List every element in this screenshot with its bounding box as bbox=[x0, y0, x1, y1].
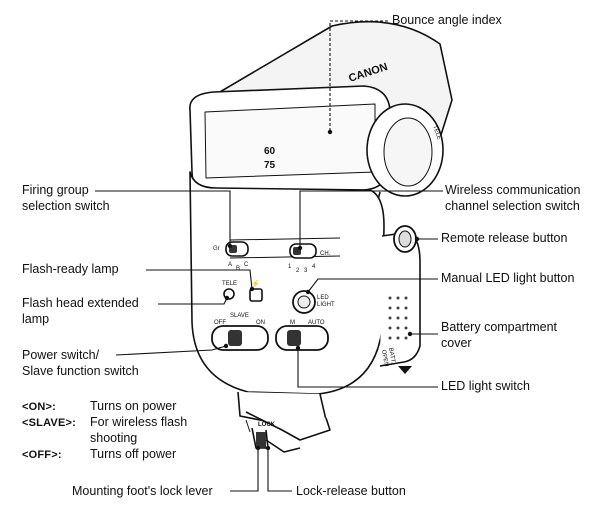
label-wireless-line2: channel selection switch bbox=[445, 199, 580, 213]
battery-vents bbox=[388, 296, 408, 340]
svg-text:1: 1 bbox=[288, 264, 292, 270]
svg-text:CH.: CH. bbox=[320, 251, 331, 257]
leader-led-switch bbox=[297, 348, 438, 388]
svg-text:⚡: ⚡ bbox=[251, 279, 260, 288]
svg-text:M: M bbox=[290, 320, 295, 326]
svg-text:ON: ON bbox=[256, 320, 265, 326]
power-note-text: For wireless flash bbox=[90, 415, 188, 429]
svg-text:AUTO: AUTO bbox=[308, 320, 325, 326]
label-bounce-angle-index: Bounce angle index bbox=[392, 13, 502, 27]
label-flash-ready-lamp: Flash-ready lamp bbox=[22, 262, 119, 276]
svg-text:LOCK: LOCK bbox=[258, 422, 276, 428]
svg-text:4: 4 bbox=[312, 264, 316, 270]
leader-wireless bbox=[299, 190, 443, 248]
label-firing-group-line1: Firing group bbox=[22, 183, 89, 197]
svg-text:C: C bbox=[244, 262, 249, 268]
label-firing-group-line2: selection switch bbox=[22, 199, 110, 213]
leader-mounting-foot bbox=[230, 448, 259, 492]
power-note-off: <OFF>: Turns off power bbox=[22, 447, 176, 463]
power-note-text: Turns on power bbox=[90, 399, 177, 413]
label-power-switch-line1: Power switch/ bbox=[22, 348, 100, 362]
label-battery-line2: cover bbox=[441, 336, 472, 350]
label-power-switch-line2: Slave function switch bbox=[22, 364, 139, 378]
leader-power-switch bbox=[115, 345, 227, 356]
power-note-on: <ON>: Turns on power bbox=[22, 399, 176, 415]
svg-text:SLAVE: SLAVE bbox=[230, 313, 249, 319]
label-led-light-switch: LED light switch bbox=[441, 379, 530, 393]
leader-manual-led bbox=[307, 278, 438, 293]
label-flash-head-ext-line1: Flash head extended bbox=[22, 296, 139, 310]
svg-text:TELE: TELE bbox=[431, 125, 442, 141]
flash-head-window bbox=[204, 103, 376, 179]
svg-text:3: 3 bbox=[304, 268, 308, 274]
led-light-switch bbox=[275, 325, 329, 351]
svg-text:75: 75 bbox=[264, 160, 276, 171]
svg-text:BATT.: BATT. bbox=[387, 347, 396, 364]
svg-text:OFF: OFF bbox=[214, 320, 226, 326]
svg-text:LIGHT: LIGHT bbox=[317, 302, 335, 308]
power-note-text: Turns off power bbox=[90, 447, 177, 461]
svg-text:2: 2 bbox=[296, 268, 300, 274]
flash-ready-lamp-shape bbox=[249, 288, 263, 302]
leader-bounce-angle bbox=[329, 20, 388, 132]
flash-body bbox=[189, 171, 385, 395]
flash-body-side bbox=[379, 231, 421, 367]
svg-text:OPEN: OPEN bbox=[380, 349, 389, 367]
svg-text:B: B bbox=[236, 266, 240, 272]
label-remote-release: Remote release button bbox=[441, 231, 568, 245]
power-note-key: <OFF>: bbox=[22, 449, 62, 461]
power-note-key: <SLAVE>: bbox=[22, 417, 76, 429]
leader-lock-release bbox=[267, 448, 292, 492]
power-note-key: <ON>: bbox=[22, 401, 57, 413]
leader-firing-group bbox=[95, 190, 231, 246]
label-wireless-line1: Wireless communication bbox=[445, 183, 581, 197]
leader-flash-head-ext bbox=[158, 297, 228, 305]
svg-text:LED: LED bbox=[317, 295, 329, 301]
label-flash-head-ext-line2: lamp bbox=[22, 312, 50, 326]
power-note-slave: <SLAVE>: For wireless flash bbox=[22, 415, 187, 431]
label-mounting-foot-lock-lever: Mounting foot's lock lever bbox=[72, 484, 213, 498]
svg-text:60: 60 bbox=[264, 146, 276, 157]
label-lock-release-button: Lock-release button bbox=[296, 484, 406, 498]
power-note-text: shooting bbox=[90, 431, 138, 445]
svg-text:A: A bbox=[228, 262, 232, 268]
svg-text:Gr: Gr bbox=[213, 246, 220, 252]
svg-text:TELE: TELE bbox=[222, 281, 237, 287]
power-note-slave-cont: shooting bbox=[22, 431, 137, 446]
label-battery-line1: Battery compartment bbox=[441, 320, 558, 334]
label-manual-led: Manual LED light button bbox=[441, 271, 575, 285]
leader-flash-ready bbox=[146, 269, 253, 290]
